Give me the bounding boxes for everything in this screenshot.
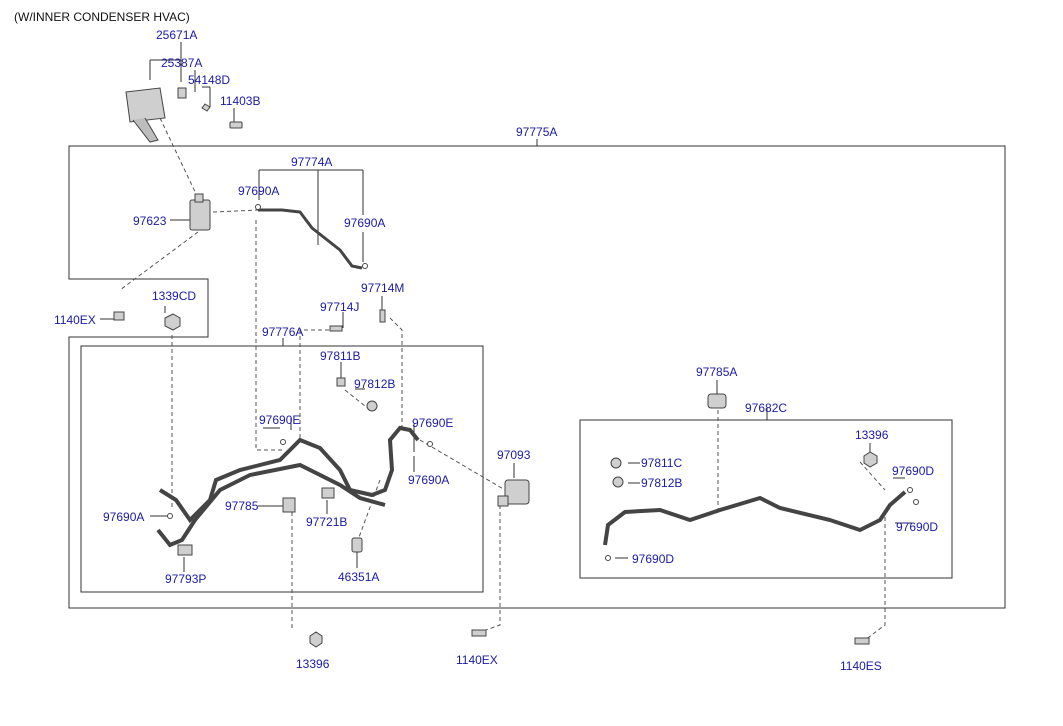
pipe-assembly-97776A: [156, 425, 420, 548]
part-label-1140ES[interactable]: 1140ES: [840, 659, 882, 673]
part-label-54148D[interactable]: 54148D: [188, 73, 231, 87]
part-label-97775A[interactable]: 97775A: [516, 125, 558, 139]
o-ring-97690E-2: [427, 441, 433, 447]
part-label-97093[interactable]: 97093: [497, 448, 531, 462]
part-label-25671A[interactable]: 25671A: [156, 28, 198, 42]
clamp-97785A: [707, 393, 727, 409]
part-label-97714J[interactable]: 97714J: [320, 300, 360, 314]
part-label-97785A[interactable]: 97785A: [696, 365, 738, 379]
nut-13396-2: [863, 451, 878, 468]
part-label-97811B[interactable]: 97811B: [320, 349, 361, 363]
expansion-valve-part: [189, 193, 211, 231]
valve-97093: [497, 479, 530, 507]
part-label-97690E[interactable]: 97690E: [259, 413, 301, 427]
assembly-box-97776A: [80, 345, 484, 593]
nut-13396-1: [309, 631, 323, 648]
part-label-97714M[interactable]: 97714M: [361, 281, 405, 295]
bolt-97714M: [379, 309, 386, 323]
part-label-97721B[interactable]: 97721B: [306, 515, 348, 529]
receiver-drier-part: [125, 87, 211, 143]
o-ring-97690D-2: [913, 499, 919, 505]
diagram-caption: (W/INNER CONDENSER HVAC): [14, 10, 190, 24]
o-ring-97690A-4: [167, 513, 173, 519]
part-label-11403B[interactable]: 11403B: [220, 94, 261, 108]
part-label-97690A[interactable]: 97690A: [238, 184, 280, 198]
bolt-1140EX-1: [113, 311, 125, 321]
part-label-97811C[interactable]: 97811C: [641, 456, 683, 470]
pipe-97774A: [258, 208, 363, 270]
part-label-1140EX[interactable]: 1140EX: [54, 313, 96, 327]
nut-97812B-1: [366, 400, 378, 412]
part-label-13396-2[interactable]: 13396: [855, 428, 889, 442]
part-label-97690D-2[interactable]: 97690D: [896, 520, 939, 534]
o-ring-97690A-1: [255, 204, 261, 210]
part-label-97623[interactable]: 97623: [133, 214, 167, 228]
part-label-13396[interactable]: 13396: [296, 657, 330, 671]
bracket-97721B: [321, 487, 335, 499]
pipe-97682C: [603, 490, 907, 546]
bolt-97714J: [329, 325, 343, 332]
part-label-97793P[interactable]: 97793P: [165, 572, 207, 586]
bolt-11403B: [229, 121, 243, 129]
o-ring-97690A-2: [362, 263, 368, 269]
o-ring-97690D-1: [907, 487, 913, 493]
part-label-25387A[interactable]: 25387A: [161, 56, 203, 70]
clip-97811C: [610, 457, 622, 469]
dashed-leaders: [119, 117, 886, 641]
part-label-1140EX-2[interactable]: 1140EX: [456, 653, 498, 667]
nut-1339CD: [164, 313, 181, 331]
bolt-1140EX-2: [471, 629, 487, 637]
clip-97793P: [177, 544, 193, 556]
part-label-97785[interactable]: 97785: [225, 499, 259, 513]
nut-97812B-2: [612, 476, 624, 488]
part-label-97690A-2[interactable]: 97690A: [344, 216, 386, 230]
leader-lines: [100, 42, 912, 572]
part-label-97690E-2[interactable]: 97690E: [412, 416, 454, 430]
part-label-97690A-3[interactable]: 97690A: [408, 473, 450, 487]
part-label-97774A[interactable]: 97774A: [291, 155, 333, 169]
assembly-frame-97775A: [68, 145, 1006, 609]
part-label-97690D[interactable]: 97690D: [892, 464, 935, 478]
bolt-1140ES: [854, 637, 870, 645]
o-ring-97690E-1: [280, 439, 286, 445]
part-label-97776A[interactable]: 97776A: [262, 325, 304, 339]
sensor-46351A: [351, 537, 363, 553]
part-label-1339CD[interactable]: 1339CD: [152, 289, 197, 303]
o-ring-97690D-3: [605, 555, 611, 561]
part-label-97812B[interactable]: 97812B: [354, 377, 396, 391]
clamp-97785: [282, 497, 296, 513]
part-label-97690D-3[interactable]: 97690D: [632, 552, 675, 566]
assembly-box-97682C: [579, 419, 953, 579]
part-label-97682C[interactable]: 97682C: [745, 401, 788, 415]
part-label-46351A[interactable]: 46351A: [338, 570, 380, 584]
part-label-97812B-2[interactable]: 97812B: [641, 476, 683, 490]
part-label-97690A-4[interactable]: 97690A: [103, 510, 145, 524]
clip-97811B: [336, 377, 346, 387]
